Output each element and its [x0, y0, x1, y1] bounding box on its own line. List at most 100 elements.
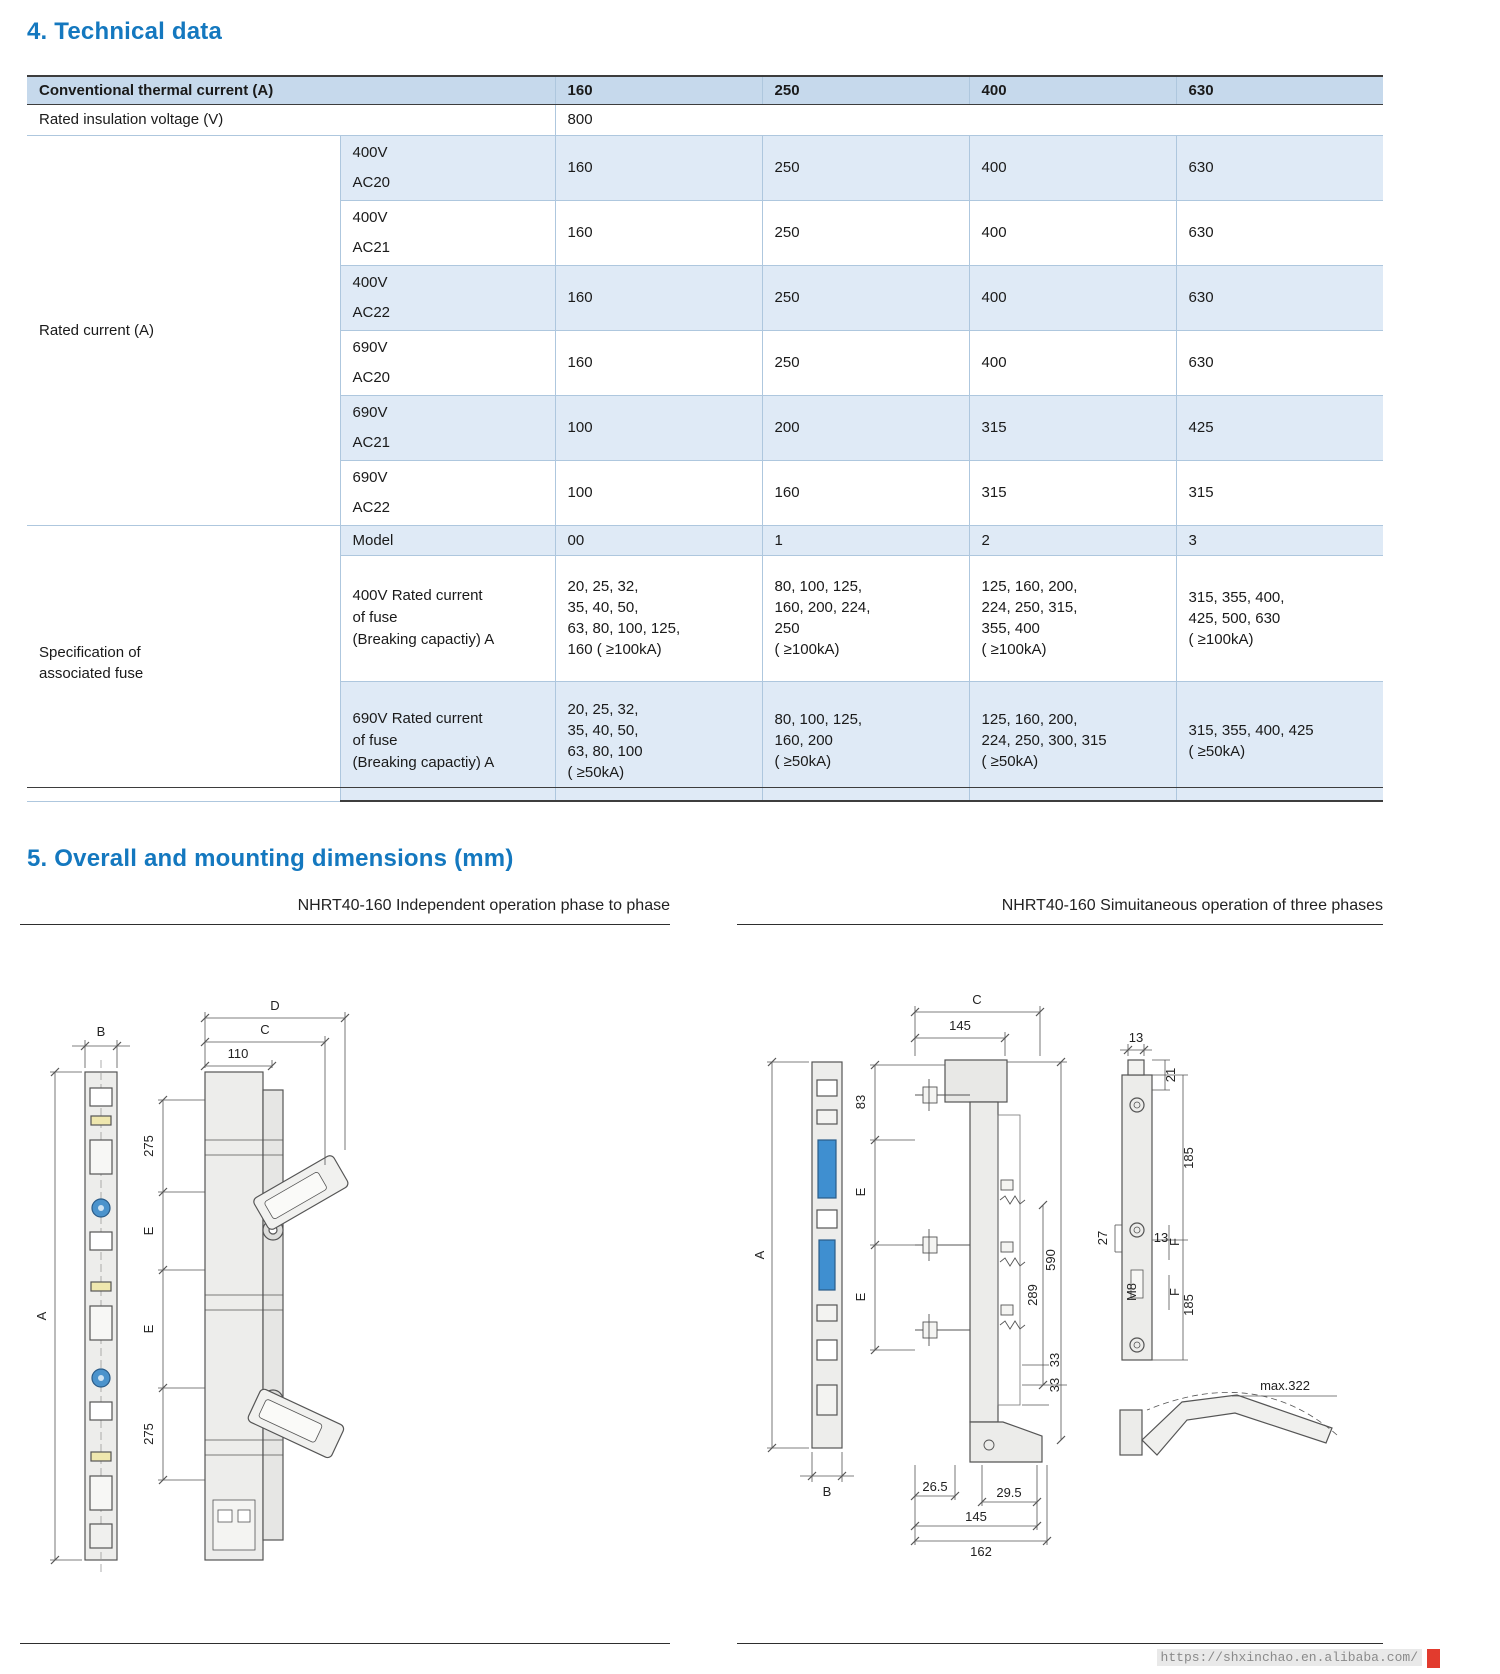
- dim-label-b: B: [823, 1484, 832, 1499]
- value-cell: 630: [1176, 330, 1384, 396]
- dim-label-c: C: [260, 1022, 269, 1037]
- value-cell: 2: [969, 524, 1177, 556]
- technical-data-table: Conventional thermal current (A) 160 250…: [27, 75, 1384, 802]
- dim-label-max322: max.322: [1260, 1378, 1310, 1393]
- value-cell: 160: [555, 200, 763, 266]
- value-cell: 425: [1176, 395, 1384, 461]
- header-value-cell: 400: [969, 75, 1177, 105]
- group-label-cell: Rated current (A): [27, 135, 341, 526]
- value-cell: 250: [762, 135, 970, 201]
- value-cell: 315, 355, 400, 425, 500, 630 ( ≥100kA): [1176, 555, 1384, 682]
- rated-current-row: 400V AC22 160 250 400 630: [27, 265, 1384, 331]
- value-cell: 315, 355, 400, 425 ( ≥50kA): [1176, 681, 1384, 802]
- footer: https://shxinchao.en.alibaba.com/: [1156, 1649, 1422, 1666]
- value-cell: 00: [555, 524, 763, 556]
- sub-label-cell: 400V AC21: [340, 200, 556, 266]
- insulation-row: Rated insulation voltage (V) 800: [27, 104, 1384, 136]
- value-cell: 160: [555, 265, 763, 331]
- header-label-cell: Conventional thermal current (A): [27, 75, 556, 105]
- dim-label-f-upper: F: [1167, 1238, 1182, 1246]
- dim-label-13a: 13: [1129, 1030, 1143, 1045]
- dim-label-m8: M8: [1124, 1283, 1139, 1301]
- sub-label-cell: 400V AC20: [340, 135, 556, 201]
- value-cell: 20, 25, 32, 35, 40, 50, 63, 80, 100 ( ≥5…: [555, 681, 763, 802]
- fuse-spec-row-690v: 690V Rated current of fuse (Breaking cap…: [27, 681, 1384, 802]
- voltage-label: 690V: [352, 338, 388, 356]
- value-cell: 160: [555, 135, 763, 201]
- dim-label-e-lower: E: [853, 1292, 868, 1301]
- sub-label-cell: 690V AC20: [340, 330, 556, 396]
- dim-label-185b: 185: [1181, 1294, 1196, 1316]
- header-value-cell: 160: [555, 75, 763, 105]
- ac-class-label: AC21: [352, 433, 391, 451]
- red-watermark: [1427, 1649, 1440, 1668]
- dim-label-26-5: 26.5: [922, 1479, 947, 1494]
- value-cell: 630: [1176, 135, 1384, 201]
- dim-label-c: C: [972, 992, 981, 1007]
- left-dimension-drawing: B A D C 110 275 E E 275: [34, 998, 350, 1572]
- value-cell: 125, 160, 200, 224, 250, 315, 355, 400 (…: [969, 555, 1177, 682]
- dim-label-275-top: 275: [141, 1135, 156, 1157]
- sub-label-cell: Model: [340, 524, 556, 556]
- value-cell: 630: [1176, 200, 1384, 266]
- value-cell: 400: [969, 265, 1177, 331]
- voltage-label: 690V: [352, 403, 388, 421]
- right-dimension-drawing: A B C 145 83 E E 289 590 33 33 26.5 29.5…: [752, 992, 1338, 1559]
- value-cell: 400: [969, 330, 1177, 396]
- dim-label-590: 590: [1043, 1249, 1058, 1271]
- value-cell: 3: [1176, 524, 1384, 556]
- left-drawing-caption: NHRT40-160 Independent operation phase t…: [297, 897, 670, 914]
- dim-label-a: A: [752, 1250, 767, 1259]
- value-cell: 80, 100, 125, 160, 200, 224, 250 ( ≥100k…: [762, 555, 970, 682]
- voltage-label: 400V: [352, 143, 388, 161]
- voltage-label: 400V: [352, 208, 388, 226]
- fuse-spec-row-400v: 400V Rated current of fuse (Breaking cap…: [27, 555, 1384, 682]
- ac-class-label: AC20: [352, 368, 391, 386]
- right-caption-rule: [737, 924, 1383, 925]
- dim-label-110: 110: [228, 1046, 249, 1061]
- voltage-label: 400V: [352, 273, 388, 291]
- value-cell: 100: [555, 395, 763, 461]
- dim-label-b: B: [97, 1024, 106, 1039]
- dim-label-a: A: [34, 1311, 49, 1320]
- dim-label-e-upper: E: [853, 1187, 868, 1196]
- ac-class-label: AC22: [352, 498, 391, 516]
- value-cell: 20, 25, 32, 35, 40, 50, 63, 80, 100, 125…: [555, 555, 763, 682]
- value-cell: 630: [1176, 265, 1384, 331]
- table-header-row: Conventional thermal current (A) 160 250…: [27, 75, 1384, 105]
- dim-label-145b: 145: [965, 1509, 987, 1524]
- header-value-cell: 630: [1176, 75, 1384, 105]
- dim-label-f-lower: F: [1167, 1288, 1182, 1296]
- sub-label-cell: 690V AC21: [340, 395, 556, 461]
- value-cell: 160: [762, 460, 970, 526]
- left-caption-rule: [20, 924, 670, 925]
- left-panel-bottom-rule: [20, 1643, 670, 1644]
- right-drawing-caption: NHRT40-160 Simuitaneous operation of thr…: [1001, 897, 1383, 914]
- value-cell: 250: [762, 265, 970, 331]
- value-cell: 250: [762, 330, 970, 396]
- dim-label-289: 289: [1025, 1284, 1040, 1306]
- group-label-cell: Specification of associated fuse: [27, 524, 341, 802]
- value-cell: 400: [969, 135, 1177, 201]
- value-cell: 1: [762, 524, 970, 556]
- dim-label-33a: 33: [1047, 1353, 1062, 1367]
- voltage-label: 690V: [352, 468, 388, 486]
- ac-class-label: AC22: [352, 303, 391, 321]
- row-label-cell: Rated insulation voltage (V): [27, 104, 556, 136]
- section5-title: 5. Overall and mounting dimensions (mm): [27, 845, 514, 872]
- value-cell: 250: [762, 200, 970, 266]
- value-cell: 160: [555, 330, 763, 396]
- value-cell: 315: [1176, 460, 1384, 526]
- value-cell: 125, 160, 200, 224, 250, 300, 315 ( ≥50k…: [969, 681, 1177, 802]
- rated-current-row: 400V AC21 160 250 400 630: [27, 200, 1384, 266]
- dim-label-83: 83: [853, 1095, 868, 1109]
- dim-label-d: D: [270, 998, 279, 1013]
- rated-current-row: 690V AC22 100 160 315 315: [27, 460, 1384, 526]
- footer-url-link[interactable]: https://shxinchao.en.alibaba.com/: [1156, 1649, 1422, 1666]
- fuse-model-row: Specification of associated fuse Model 0…: [27, 524, 1384, 802]
- dim-label-27: 27: [1095, 1231, 1110, 1245]
- value-cell: 315: [969, 395, 1177, 461]
- dim-label-162: 162: [970, 1544, 992, 1559]
- rated-current-row: 690V AC21 100 200 315 425: [27, 395, 1384, 461]
- sub-label-cell: 690V Rated current of fuse (Breaking cap…: [340, 681, 556, 802]
